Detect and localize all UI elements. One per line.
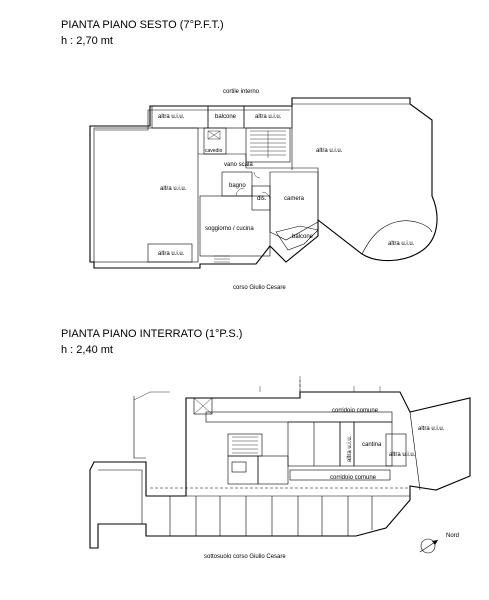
shaft-top — [193, 397, 213, 415]
camera-room — [269, 171, 319, 241]
label-bagno: bagno — [229, 183, 246, 189]
label-corridoio-mid: corridoio comune — [330, 475, 377, 481]
label-cavedio: cavedio — [205, 148, 222, 154]
label-nord: Nord — [446, 533, 459, 539]
balcone-bottom-area — [275, 225, 319, 251]
bottom-cellars — [169, 496, 373, 536]
label-altra-uiu-right: altra u.i.u. — [316, 148, 343, 154]
label-dis: dis. — [257, 196, 267, 202]
altra-uiu-bottom-room — [147, 243, 193, 263]
label-camera: camera — [284, 196, 305, 202]
upper-plan-height: h : 2,70 mt — [61, 35, 113, 47]
cantina-room — [353, 421, 393, 467]
corridoio-mid — [289, 469, 391, 481]
label-soggiorno: soggiorno / cucina — [205, 226, 254, 232]
soggiorno-room — [199, 195, 271, 257]
label-balcone-top: balcone — [215, 114, 237, 120]
label-cortile: cortile interno — [223, 89, 260, 95]
label-altra-uiu-right: altra u.i.u. — [418, 426, 445, 432]
label-altra-uiu-vertical: altra u.i.u. — [347, 435, 353, 462]
north-arrow-icon: Nord — [419, 533, 459, 554]
label-balcone-bottom: balcone — [292, 234, 314, 240]
lower-plan-title: PIANTA PIANO INTERRATO (1°P.S.) — [61, 328, 243, 340]
lower-plan-height: h : 2,40 mt — [61, 344, 113, 356]
cellar-mid-1 — [227, 455, 259, 485]
label-vano-scala: vano scala — [224, 162, 253, 168]
label-altra-uiu-left: altra u.i.u. — [160, 186, 187, 192]
label-altra-uiu-small: altra u.i.u. — [389, 452, 416, 458]
label-altra-uiu-bottom: altra u.i.u. — [158, 251, 185, 257]
label-cantina: cantina — [362, 442, 382, 448]
stair-room — [245, 127, 291, 163]
label-corridoio-top: corridoio comune — [332, 408, 379, 414]
upper-plan-title: PIANTA PIANO SESTO (7°P.F.T.) — [61, 19, 224, 31]
cavedio-shaft — [207, 130, 221, 140]
label-altra-uiu-arc: altra u.i.u. — [388, 241, 415, 247]
altra-uiu-left-room — [93, 127, 199, 263]
cellar-mid-2 — [257, 455, 289, 485]
label-street-upper: corso Giulio Cesare — [233, 285, 286, 291]
lower-floor-plan: corridoio comune altra u.i.u. cantina al… — [89, 376, 471, 560]
label-altra-uiu-1: altra u.i.u. — [158, 114, 185, 120]
altra-uiu-small-room — [385, 433, 407, 467]
upper-floor-plan: cortile interno altra u.i.u. balcone alt… — [89, 89, 438, 291]
label-street-lower: sottosuolo corso Giulio Cesare — [204, 554, 286, 560]
stair-steps — [250, 130, 286, 158]
label-altra-uiu-2: altra u.i.u. — [255, 114, 282, 120]
